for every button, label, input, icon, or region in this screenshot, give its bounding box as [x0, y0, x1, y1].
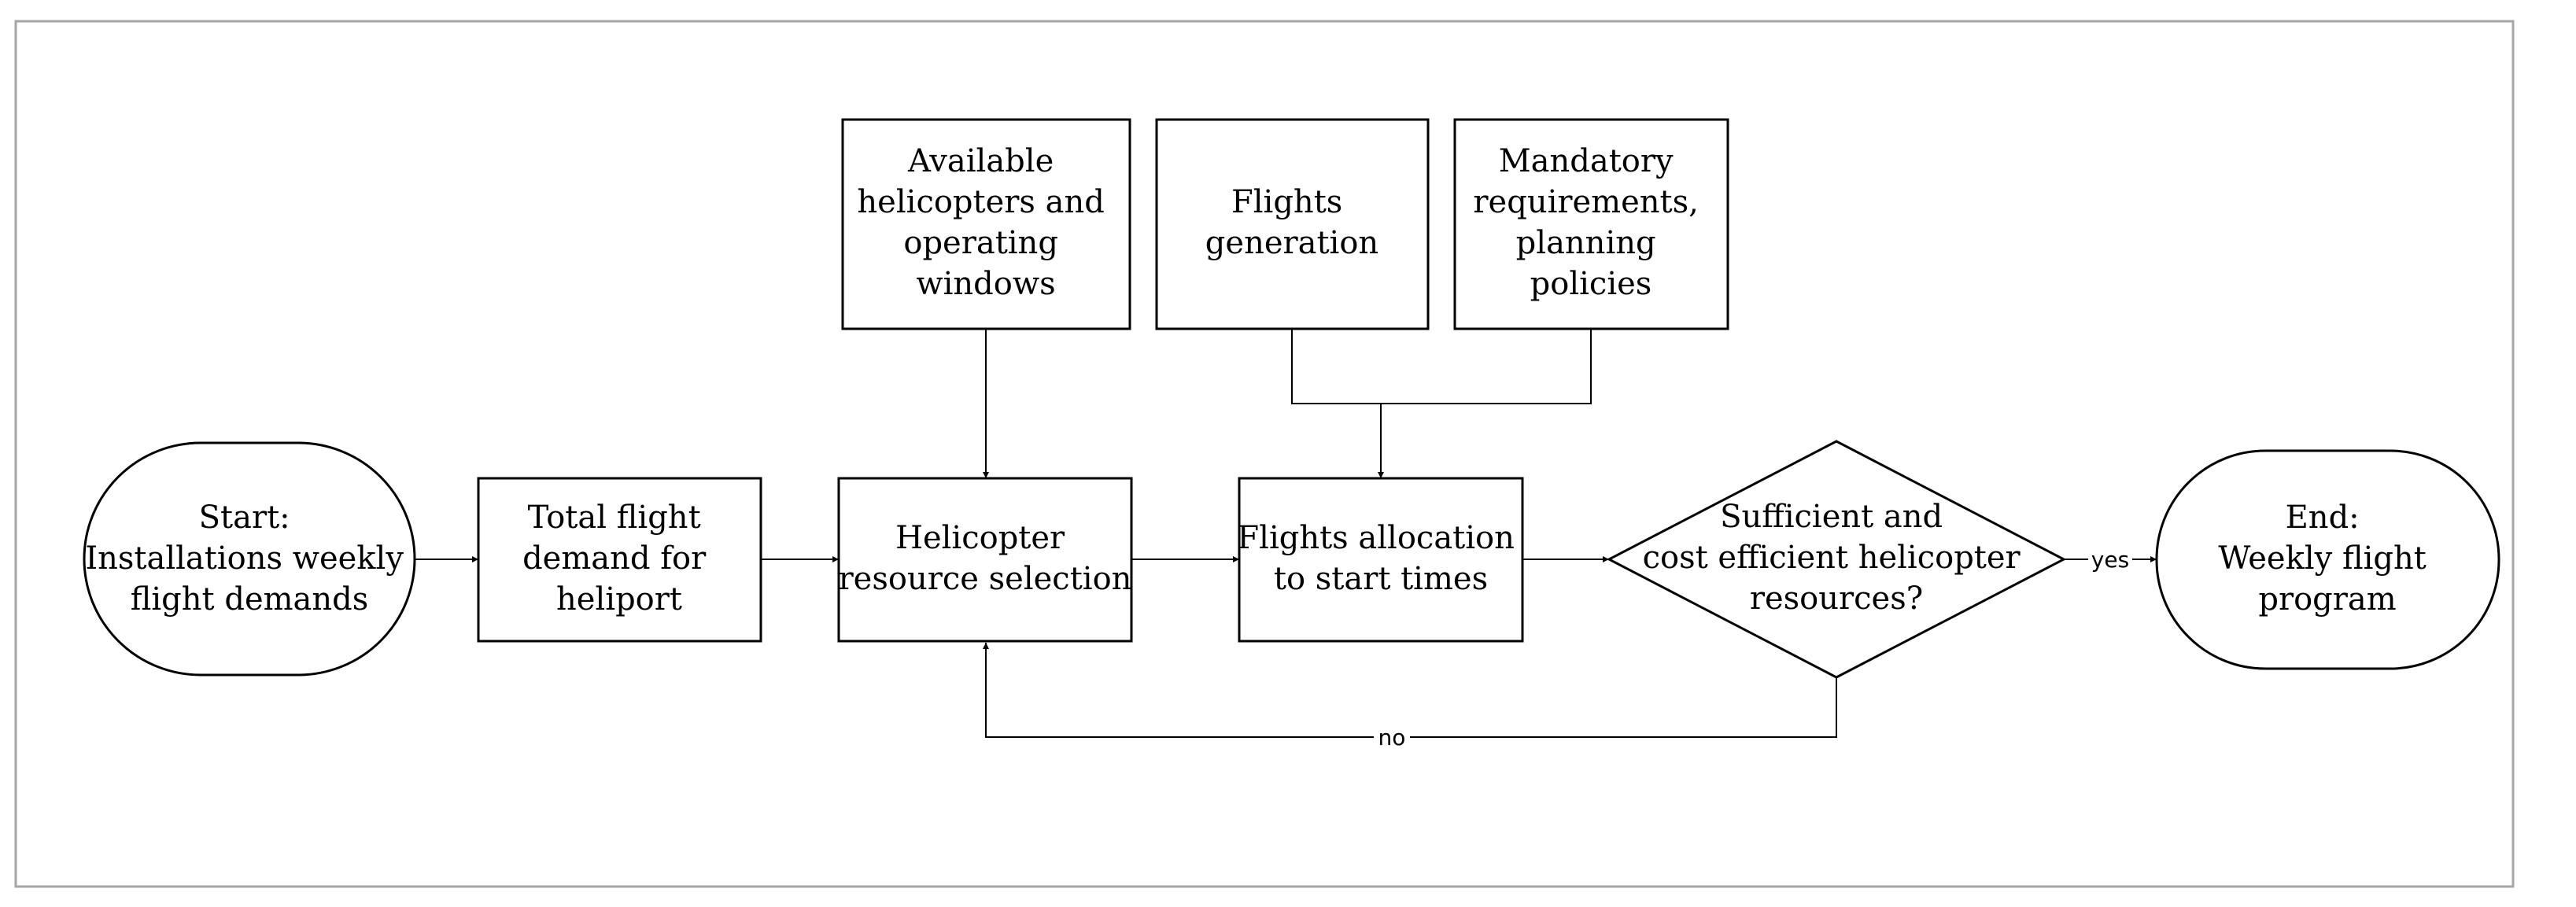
flights-generation-label: Flights generation	[1205, 184, 1378, 261]
flights-allocation-box	[1238, 477, 1524, 643]
connector-generation-and-requirements	[1291, 329, 1592, 404]
mandatory-requirements-label: Mandatory requirements, planning policie…	[1473, 143, 1708, 302]
total-demand-label: Total flight demand for heliport	[522, 500, 716, 618]
decision-node: Sufficient and cost efficient helicopter…	[1606, 440, 2067, 679]
decision-label: Sufficient and cost efficient helicopter…	[1643, 499, 2031, 617]
end-node: End: Weekly flight program	[2155, 449, 2500, 670]
resource-selection-box	[837, 477, 1133, 643]
flights-allocation-label: Flights allocation to start times	[1237, 520, 1524, 597]
available-helicopters-node: Available helicopters and operating wind…	[841, 118, 1131, 330]
mandatory-requirements-box	[1453, 118, 1729, 330]
available-helicopters-box	[841, 118, 1131, 330]
yes-label-backing	[2088, 547, 2132, 572]
total-demand-node: Total flight demand for heliport	[477, 477, 762, 643]
arrow-decision-no-to-resource-selection	[983, 643, 1837, 738]
resource-selection-label: Helicopter resource selection	[839, 520, 1132, 597]
diagram-frame	[14, 20, 2515, 888]
total-demand-box	[477, 477, 762, 643]
flights-generation-node: Flights generation	[1155, 118, 1430, 330]
yes-edge-label: yes	[2091, 547, 2129, 573]
flights-allocation-node: Flights allocation to start times	[1237, 477, 1524, 643]
mandatory-requirements-node: Mandatory requirements, planning policie…	[1453, 118, 1729, 330]
resource-selection-node: Helicopter resource selection	[837, 477, 1133, 643]
no-label-backing	[1374, 724, 1410, 750]
start-label: Start: Installations weekly flight deman…	[85, 500, 413, 618]
end-label: End: Weekly flight program	[2218, 500, 2436, 618]
available-helicopters-label: Available helicopters and operating wind…	[857, 143, 1114, 302]
no-edge-label: no	[1378, 724, 1406, 750]
start-node: Start: Installations weekly flight deman…	[83, 441, 416, 677]
flights-generation-box	[1155, 118, 1430, 330]
